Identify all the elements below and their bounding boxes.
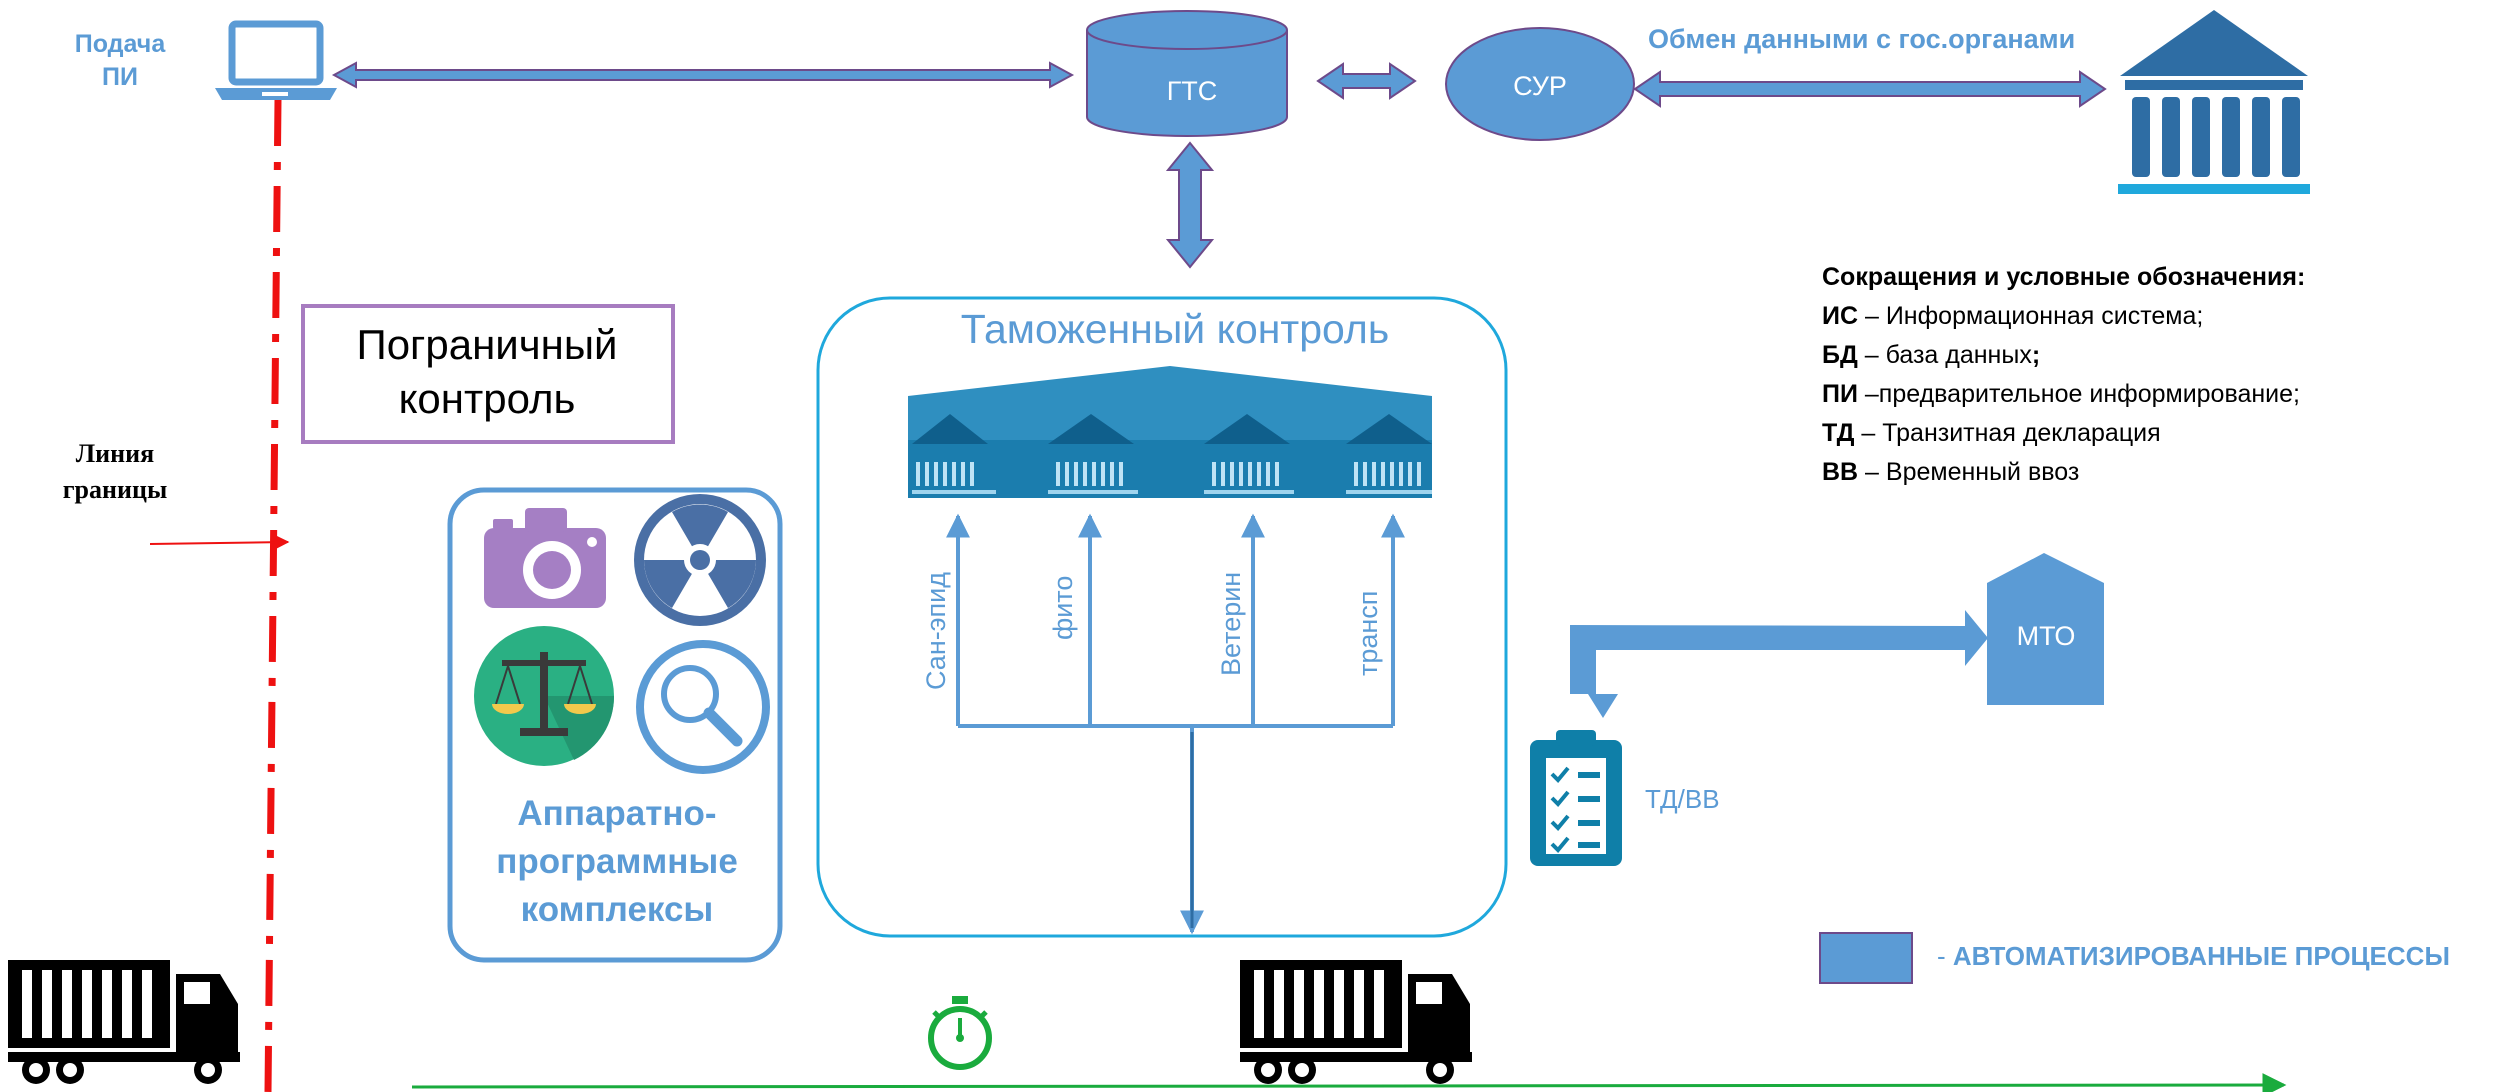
legend-tail: ; bbox=[2031, 341, 2041, 369]
hw-sw-line2: программные bbox=[496, 842, 738, 881]
auto-dash: - bbox=[1937, 941, 1953, 971]
magnifier-icon bbox=[636, 640, 770, 774]
control-branches bbox=[946, 513, 1405, 935]
arrow-gts-customs bbox=[1165, 141, 1215, 269]
customs-control-title: Таможенный контроль bbox=[960, 306, 1390, 352]
submit-pi-label: Подача ПИ bbox=[40, 28, 200, 94]
legend-row: ТД – Транзитная декларация bbox=[1822, 414, 2305, 453]
sur-label: СУР bbox=[1513, 71, 1567, 101]
hw-sw-line3: комплексы bbox=[520, 890, 714, 929]
government-building-icon bbox=[2118, 10, 2310, 194]
hw-sw-label: Аппаратно- программные комплексы bbox=[452, 790, 782, 934]
abbreviations-legend: Сокращения и условные обозначения: ИС – … bbox=[1822, 258, 2305, 492]
timeline-arrow bbox=[411, 1073, 2287, 1092]
legend-row: ВВ – Временный ввоз bbox=[1822, 453, 2305, 492]
border-control-box bbox=[301, 304, 675, 444]
legend-abbr: ВВ bbox=[1822, 458, 1859, 486]
legend-abbr: ТД bbox=[1822, 419, 1855, 447]
sanepid-label: Сан-эпид bbox=[921, 572, 951, 690]
database-icon: ГТС bbox=[1086, 10, 1288, 137]
border-line-line2: границы bbox=[62, 475, 168, 504]
legend-abbr: ИС bbox=[1822, 302, 1859, 330]
hw-sw-line1: Аппаратно- bbox=[517, 794, 717, 833]
legend-row: ПИ –предварительное информирование; bbox=[1822, 375, 2305, 414]
legend-text: – Информационная система; bbox=[1858, 302, 2204, 330]
mto-label: МТО bbox=[2017, 621, 2076, 651]
legend-title: Сокращения и условные обозначения: bbox=[1822, 263, 2306, 291]
arrow-gts-sur bbox=[1316, 62, 1417, 100]
warehouse-icon bbox=[1987, 553, 2104, 705]
camera-icon bbox=[484, 508, 606, 608]
border-control-label: Пограничный контроль bbox=[356, 321, 618, 422]
container-truck-icon bbox=[8, 960, 240, 1084]
legend-text: – Временный ввоз bbox=[1858, 458, 2080, 486]
automated-process-swatch bbox=[1819, 932, 1913, 984]
border-line bbox=[264, 99, 282, 1092]
auto-processes-label: АВТОМАТИЗИРОВАННЫЕ ПРОЦЕССЫ bbox=[1952, 941, 2450, 971]
scales-icon bbox=[474, 626, 615, 766]
stopwatch-icon bbox=[928, 996, 992, 1070]
legend-text: – база данных bbox=[1857, 341, 2032, 369]
gts-label: ГТС bbox=[1167, 76, 1218, 106]
border-line-label: Линия границы bbox=[20, 436, 210, 508]
container-truck-icon bbox=[1240, 960, 1472, 1084]
border-line-line1: Линия bbox=[75, 439, 155, 468]
td-vv-label: ТД/ВВ bbox=[1645, 784, 1720, 814]
customs-building-band bbox=[908, 366, 1432, 498]
radiation-icon bbox=[634, 494, 766, 626]
border-pointer-arrow bbox=[149, 535, 290, 550]
clipboard-checklist-icon bbox=[1530, 730, 1622, 866]
fito-label: фито bbox=[1048, 576, 1078, 640]
laptop-icon bbox=[215, 20, 337, 100]
arrow-mto-td bbox=[1570, 610, 1988, 718]
legend-text: –предварительное информирование; bbox=[1857, 380, 2300, 408]
transp-label: трансп bbox=[1353, 591, 1383, 676]
arrow-sur-gov bbox=[1633, 70, 2107, 108]
arrow-laptop-gts bbox=[331, 61, 1075, 89]
legend-row: БД – база данных; bbox=[1822, 336, 2305, 375]
gov-exchange-label: Обмен данными с гос.органами bbox=[1648, 24, 2076, 54]
automated-processes-legend: - АВТОМАТИЗИРОВАННЫЕ ПРОЦЕССЫ bbox=[1937, 941, 2450, 972]
legend-abbr: БД bbox=[1822, 341, 1858, 369]
legend-row: ИС – Информационная система; bbox=[1822, 297, 2305, 336]
submit-pi-line1: Подача bbox=[74, 30, 166, 58]
legend-text: – Транзитная декларация bbox=[1854, 419, 2161, 447]
legend-abbr: ПИ bbox=[1822, 380, 1858, 408]
veterin-label: Ветерин bbox=[1216, 572, 1246, 676]
submit-pi-line2: ПИ bbox=[102, 63, 138, 91]
sur-node bbox=[1445, 27, 1635, 141]
